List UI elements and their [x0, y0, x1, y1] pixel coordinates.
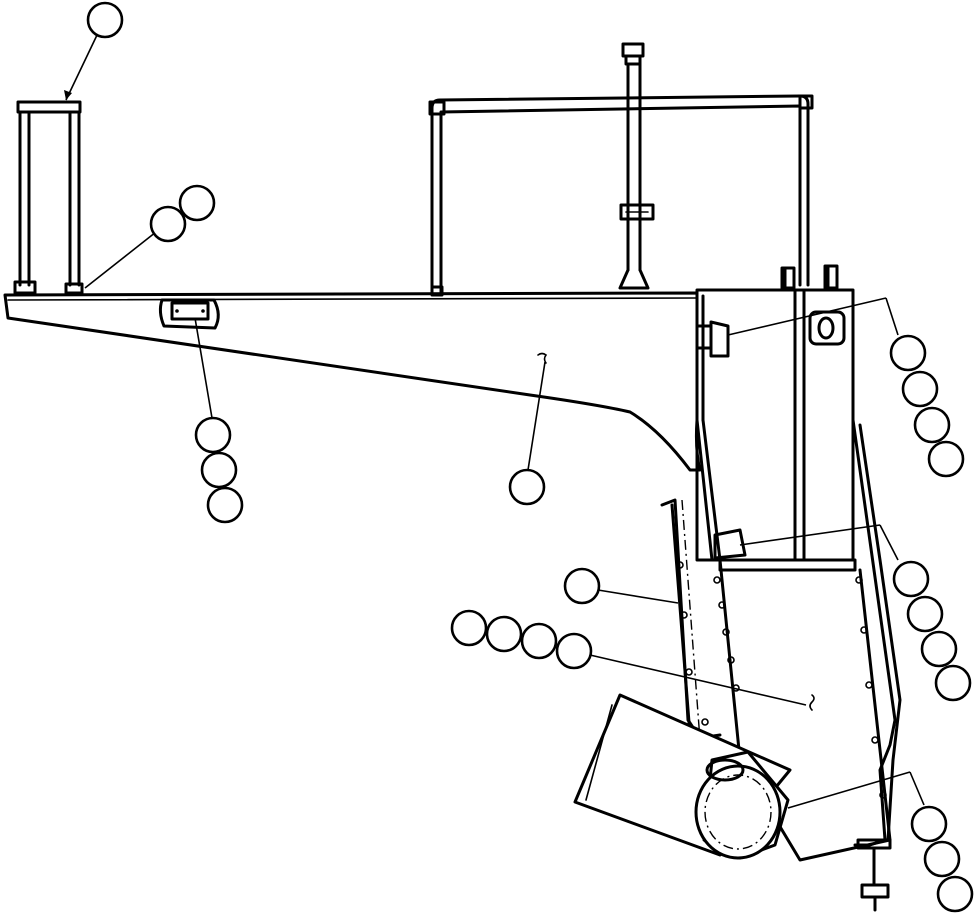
callout-stack-mid-right [892, 560, 972, 702]
tail-pulley [694, 750, 790, 860]
chute-rivets [676, 561, 887, 799]
inspection-plate [158, 298, 220, 330]
bottom-adjusting-bolt [856, 838, 892, 912]
callout-chute-side [563, 567, 601, 605]
inclined-chute [660, 418, 902, 862]
callout-main-body [508, 468, 546, 506]
left-handrail-frame [13, 100, 84, 295]
break-mark-chute [809, 694, 815, 711]
callout-stack-lower-right [910, 805, 974, 913]
callout-stack-upper-right [889, 334, 965, 478]
callout-pair-guard [149, 184, 216, 243]
main-boom-beam [3, 291, 702, 472]
callout-row-chute [450, 609, 593, 670]
top-handrail [428, 94, 814, 297]
callout-stack-plate [194, 416, 244, 524]
leader-lines [64, 32, 925, 809]
callout-single-top-left [86, 1, 124, 39]
adjusting-screw-post [618, 42, 655, 290]
break-mark-body [537, 352, 548, 364]
right-housing [695, 264, 855, 562]
